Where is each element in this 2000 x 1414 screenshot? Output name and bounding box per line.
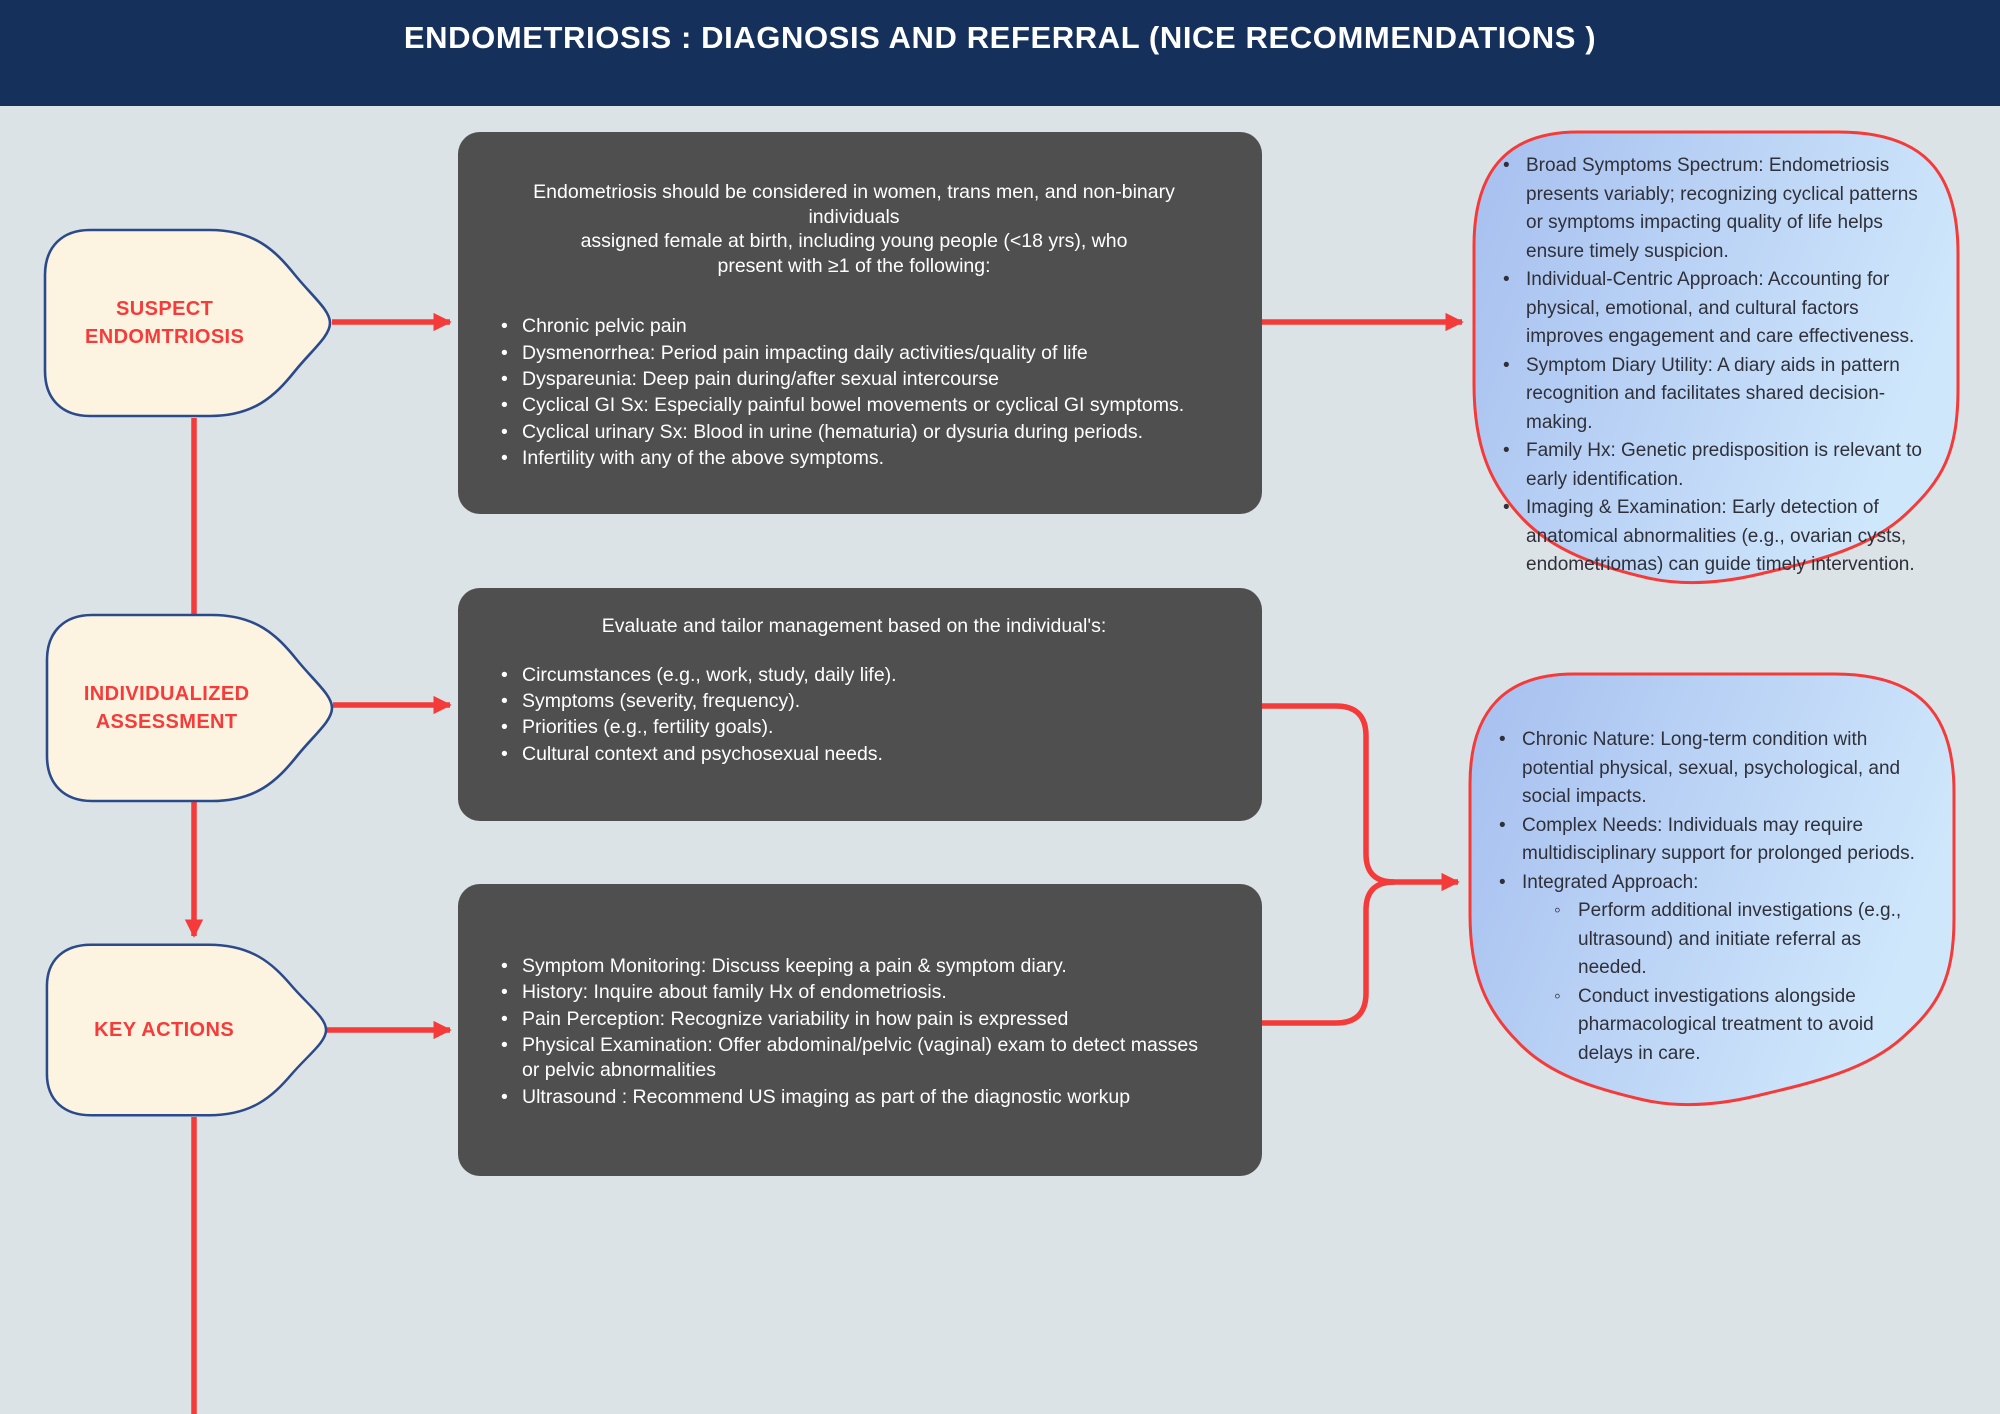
callout-ongoing-care-notes: Chronic Nature: Long-term condition with… (1466, 670, 1958, 1110)
stage-label: SUSPECT ENDOMTRIOSIS (85, 298, 245, 348)
criteria-bullet: Dysmenorrhea: Period pain impacting dail… (500, 341, 1208, 367)
bullet-text: Complex Needs: Individuals may require m… (1522, 814, 1915, 865)
criteria-bullet-list: Chronic pelvic pain Dysmenorrhea: Period… (500, 314, 1208, 471)
key-action-bullet: History: Inquire about family Hx of endo… (500, 980, 1208, 1006)
assessment-bullet: Circumstances (e.g., work, study, daily … (500, 663, 1208, 689)
callout-content: Broad Symptoms Spectrum: Endometriosis p… (1470, 128, 1962, 580)
stage-shape-suspect-endometriosis: SUSPECT ENDOMTRIOSIS (42, 227, 334, 419)
callout-content: Chronic Nature: Long-term condition with… (1466, 670, 1958, 1068)
stage-label: KEY ACTIONS (94, 1019, 235, 1041)
pentagon-shape (45, 943, 328, 1117)
bullet-text: Dyspareunia: Deep pain during/after sexu… (522, 367, 999, 390)
stage-shape-key-actions: KEY ACTIONS (44, 942, 330, 1118)
header-line: Endometriosis should be considered in wo… (533, 181, 1175, 228)
criteria-panel: Endometriosis should be considered in wo… (458, 132, 1262, 514)
bullet-text: Ultrasound : Recommend US imaging as par… (522, 1085, 1131, 1108)
bullet-text: Physical Examination: Offer abdominal/pe… (522, 1034, 1198, 1082)
pentagon-shape (45, 613, 334, 803)
key-action-bullet: Physical Examination: Offer abdominal/pe… (500, 1033, 1208, 1084)
bullet-text: Cultural context and psychosexual needs. (522, 742, 883, 765)
callout-bullet: Imaging & Examination: Early detection o… (1500, 494, 1934, 580)
assessment-bullet-list: Circumstances (e.g., work, study, daily … (500, 663, 1208, 768)
criteria-bullet: Cyclical GI Sx: Especially painful bowel… (500, 393, 1208, 419)
criteria-panel-header: Endometriosis should be considered in wo… (500, 180, 1208, 278)
bullet-text: Cyclical GI Sx: Especially painful bowel… (522, 394, 1185, 417)
header-line: present with ≥1 of the following: (717, 254, 991, 277)
criteria-bullet: Chronic pelvic pain (500, 314, 1208, 340)
bullet-text: Symptoms (severity, frequency). (522, 689, 801, 712)
callout-sub-bullet: Perform additional investigations (e.g.,… (1554, 897, 1930, 983)
page-title: ENDOMETRIOSIS : DIAGNOSIS AND REFERRAL (… (403, 20, 1597, 55)
callout-bullet: Individual-Centric Approach: Accounting … (1500, 266, 1934, 352)
bullet-text: Priorities (e.g., fertility goals). (522, 716, 774, 739)
bullet-text: Symptom Monitoring: Discuss keeping a pa… (522, 955, 1067, 977)
callout-sub-bullet-list: Perform additional investigations (e.g.,… (1522, 897, 1930, 1068)
assessment-panel-header: Evaluate and tailor management based on … (500, 614, 1208, 639)
bullet-text: Chronic pelvic pain (522, 315, 687, 338)
bullet-text: Infertility with any of the above sympto… (522, 446, 884, 469)
bullet-text: Pain Perception: Recognize variability i… (522, 1007, 1069, 1030)
key-action-bullet: Ultrasound : Recommend US imaging as par… (500, 1085, 1208, 1111)
bullet-text: Integrated Approach: (1522, 871, 1699, 893)
title-bar: ENDOMETRIOSIS : DIAGNOSIS AND REFERRAL (… (0, 0, 2000, 106)
criteria-bullet: Cyclical urinary Sx: Blood in urine (hem… (500, 420, 1208, 446)
callout-bullet: Symptom Diary Utility: A diary aids in p… (1500, 352, 1934, 438)
bullet-text: Individual-Centric Approach: Accounting … (1526, 269, 1915, 347)
merge-bottom-branch (1262, 879, 1395, 1026)
callout-bullet-list: Broad Symptoms Spectrum: Endometriosis p… (1486, 152, 1934, 580)
callout-bullet: Broad Symptoms Spectrum: Endometriosis p… (1500, 152, 1934, 266)
assessment-bullet: Cultural context and psychosexual needs. (500, 742, 1208, 768)
callout-bullet-list: Chronic Nature: Long-term condition with… (1482, 726, 1930, 1068)
callout-bullet: Integrated Approach: Perform additional … (1496, 869, 1930, 1069)
criteria-bullet: Infertility with any of the above sympto… (500, 446, 1208, 472)
bullet-text: Dysmenorrhea: Period pain impacting dail… (522, 341, 1088, 364)
header-line: Evaluate and tailor management based on … (601, 615, 1107, 637)
stage-label: INDIVIDUALIZED ASSESSMENT (83, 683, 250, 733)
bullet-text: Symptom Diary Utility: A diary aids in p… (1526, 354, 1900, 433)
pentagon-shape (43, 228, 332, 418)
assessment-bullet: Priorities (e.g., fertility goals). (500, 715, 1208, 741)
callout-bullet: Chronic Nature: Long-term condition with… (1496, 726, 1930, 812)
key-action-bullet: Symptom Monitoring: Discuss keeping a pa… (500, 954, 1208, 980)
header-line: assigned female at birth, including youn… (580, 230, 1128, 253)
bullet-text: Circumstances (e.g., work, study, daily … (522, 663, 897, 686)
assessment-bullet: Symptoms (severity, frequency). (500, 689, 1208, 715)
callout-bullet: Complex Needs: Individuals may require m… (1496, 812, 1930, 869)
bullet-text: Imaging & Examination: Early detection o… (1526, 497, 1915, 575)
criteria-bullet: Dyspareunia: Deep pain during/after sexu… (500, 367, 1208, 393)
bullet-text: Family Hx: Genetic predisposition is rel… (1526, 440, 1922, 490)
callout-suspicion-notes: Broad Symptoms Spectrum: Endometriosis p… (1470, 128, 1962, 590)
key-actions-panel: Symptom Monitoring: Discuss keeping a pa… (458, 884, 1262, 1176)
key-actions-bullet-list: Symptom Monitoring: Discuss keeping a pa… (500, 954, 1208, 1110)
bullet-text: Chronic Nature: Long-term condition with… (1522, 729, 1901, 807)
key-action-bullet: Pain Perception: Recognize variability i… (500, 1007, 1208, 1033)
callout-bullet: Family Hx: Genetic predisposition is rel… (1500, 437, 1934, 494)
callout-sub-bullet: Conduct investigations alongside pharmac… (1554, 983, 1930, 1069)
stage-shape-individualized-assessment: INDIVIDUALIZED ASSESSMENT (44, 612, 336, 804)
bullet-text: Broad Symptoms Spectrum: Endometriosis p… (1526, 155, 1918, 262)
assessment-panel: Evaluate and tailor management based on … (458, 588, 1262, 821)
merge-top-branch (1262, 703, 1395, 885)
bullet-text: History: Inquire about family Hx of endo… (522, 981, 947, 1004)
bullet-text: Cyclical urinary Sx: Blood in urine (hem… (522, 420, 1144, 443)
